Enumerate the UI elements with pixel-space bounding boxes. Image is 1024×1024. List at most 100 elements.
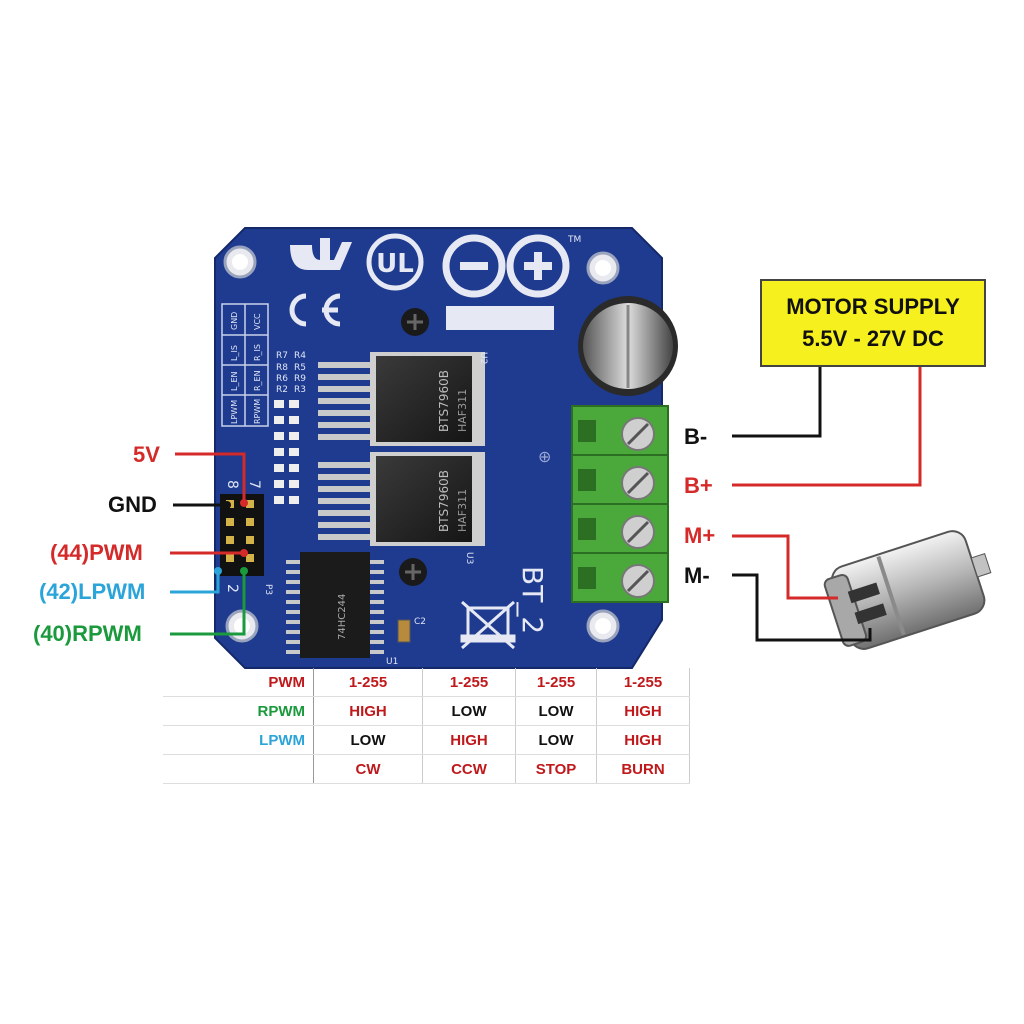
weee-bin-icon bbox=[460, 600, 516, 650]
driver-board: UL TM VCC GND R_IS L_IS bbox=[214, 227, 678, 669]
table-cell: STOP bbox=[515, 754, 597, 784]
wire-joint bbox=[223, 501, 231, 509]
bts-chip-upper: BTS7960B HAF311 bbox=[318, 352, 485, 446]
header-pin-number-2: 2 bbox=[224, 584, 240, 593]
header-pin-number-8: 8 bbox=[224, 480, 240, 489]
motor-supply-box: MOTOR SUPPLY 5.5V - 27V DC bbox=[760, 279, 986, 367]
pin-header: 8 7 2 P3 bbox=[220, 480, 273, 595]
pin-label-gnd: GND bbox=[108, 492, 157, 517]
mounting-hole-icon bbox=[586, 251, 620, 285]
table-cell: LOW bbox=[422, 696, 516, 726]
resistor-label: R9 bbox=[294, 374, 306, 384]
table-cell: LOW bbox=[515, 696, 597, 726]
terminal-screw-icon bbox=[621, 564, 655, 598]
table-cell: 1-255 bbox=[422, 668, 516, 697]
chip-ref-u2: U2 bbox=[478, 352, 488, 364]
resistor-label: R7 bbox=[276, 351, 288, 361]
table-row: PWM 1-255 1-255 1-255 1-255 bbox=[163, 668, 690, 697]
screw-icon bbox=[399, 558, 427, 586]
resistor-labels: R7 R4 R8 R5 R6 R9 R2 R3 bbox=[276, 351, 306, 395]
silk-pin-len: L_EN bbox=[230, 371, 239, 391]
screw-icon bbox=[401, 308, 429, 336]
terminal-screw-icon bbox=[621, 466, 655, 500]
resistor-label: R6 bbox=[276, 374, 288, 384]
resistor-label: R8 bbox=[276, 363, 288, 373]
mounting-hole-icon bbox=[225, 609, 259, 643]
table-cell: HIGH bbox=[596, 725, 690, 755]
pin-label-pwm: (44)PWM bbox=[50, 540, 143, 565]
terminal-label-b-plus: B+ bbox=[684, 473, 713, 498]
chip-code: HAF311 bbox=[456, 489, 469, 532]
wire-lpwm bbox=[170, 572, 220, 594]
wire-rpwm bbox=[170, 572, 246, 636]
resistor-label: R2 bbox=[276, 385, 288, 395]
pin-label-rpwm: (40)RPWM bbox=[33, 621, 142, 646]
ur-logo-icon bbox=[290, 238, 352, 270]
terminal-label-m-plus: M+ bbox=[684, 523, 716, 548]
plus-logo-icon bbox=[506, 234, 570, 298]
silk-pin-table: VCC GND R_IS L_IS R_EN L_EN RPWM LPWM bbox=[221, 303, 269, 427]
resistor-label: R3 bbox=[294, 385, 306, 395]
table-cell: HIGH bbox=[422, 725, 516, 755]
table-row: RPWM HIGH LOW LOW HIGH bbox=[163, 696, 690, 726]
table-cell: 1-255 bbox=[313, 668, 423, 697]
pin-label-5v: 5V bbox=[133, 442, 160, 467]
terminal-label-m-minus: M- bbox=[684, 563, 710, 588]
terminal-screw-icon bbox=[621, 417, 655, 451]
truth-table: PWM 1-255 1-255 1-255 1-255 RPWM HIGH LO… bbox=[163, 668, 690, 784]
smd-capacitor bbox=[397, 619, 411, 643]
terminal-label-b-minus: B- bbox=[684, 424, 708, 449]
row-label bbox=[163, 754, 314, 784]
table-cell: LOW bbox=[313, 725, 423, 755]
pin-label-lpwm: (42)LPWM bbox=[39, 579, 146, 604]
wire-m-plus bbox=[732, 534, 838, 600]
ic-part-number: 74HC244 bbox=[337, 594, 348, 640]
electrolytic-capacitor bbox=[578, 296, 678, 396]
chip-code: HAF311 bbox=[456, 389, 469, 432]
silk-pin-gnd: GND bbox=[230, 312, 239, 330]
screw-terminal-block bbox=[571, 405, 669, 603]
supply-voltage: 5.5V - 27V DC bbox=[802, 326, 944, 351]
table-cell: LOW bbox=[515, 725, 597, 755]
row-label: LPWM bbox=[163, 725, 314, 755]
ce-mark-icon bbox=[289, 293, 341, 327]
bts-chip-lower: BTS7960B HAF311 bbox=[318, 452, 485, 546]
resistor-label: R5 bbox=[294, 363, 306, 373]
silk-pin-ris: R_IS bbox=[253, 344, 262, 361]
table-cell: CW bbox=[313, 754, 423, 784]
wires bbox=[170, 367, 922, 642]
table-cell: CCW bbox=[422, 754, 516, 784]
wire-joint bbox=[240, 549, 248, 557]
wire-m-minus bbox=[732, 573, 872, 642]
chip-part-number: BTS7960B bbox=[437, 470, 451, 532]
table-cell: HIGH bbox=[313, 696, 423, 726]
table-cell: 1-255 bbox=[515, 668, 597, 697]
mounting-hole-icon bbox=[586, 609, 620, 643]
row-label: RPWM bbox=[163, 696, 314, 726]
cap-ref-c2: C2 bbox=[414, 617, 426, 627]
trademark-mark: TM bbox=[567, 235, 581, 245]
table-row: CW CCW STOP BURN bbox=[163, 754, 690, 784]
ic-ref-u1: U1 bbox=[386, 657, 398, 667]
mounting-hole-icon bbox=[223, 245, 257, 279]
chip-part-number: BTS7960B bbox=[437, 370, 451, 432]
svg-text:UL: UL bbox=[376, 249, 414, 279]
silk-pin-lpwm: LPWM bbox=[230, 400, 239, 424]
wire-5v bbox=[175, 452, 246, 502]
smd-resistors bbox=[274, 400, 299, 504]
table-cell: HIGH bbox=[596, 696, 690, 726]
terminal-screw-icon bbox=[621, 515, 655, 549]
wire-joint bbox=[240, 567, 248, 575]
ul-logo-icon: UL bbox=[366, 233, 424, 291]
header-pin-number-7: 7 bbox=[246, 480, 262, 489]
wire-joint bbox=[214, 567, 222, 575]
silk-pin-ren: R_EN bbox=[253, 370, 262, 391]
logic-ic: 74HC244 bbox=[286, 552, 384, 658]
table-row: LPWM LOW HIGH LOW HIGH bbox=[163, 725, 690, 755]
header-ref-p3: P3 bbox=[263, 584, 273, 595]
wire-joint bbox=[240, 499, 248, 507]
label-strip bbox=[446, 306, 554, 330]
silk-pin-lis: L_IS bbox=[230, 345, 239, 361]
crosshair-mark: ⊕ bbox=[538, 447, 551, 466]
table-cell: 1-255 bbox=[596, 668, 690, 697]
